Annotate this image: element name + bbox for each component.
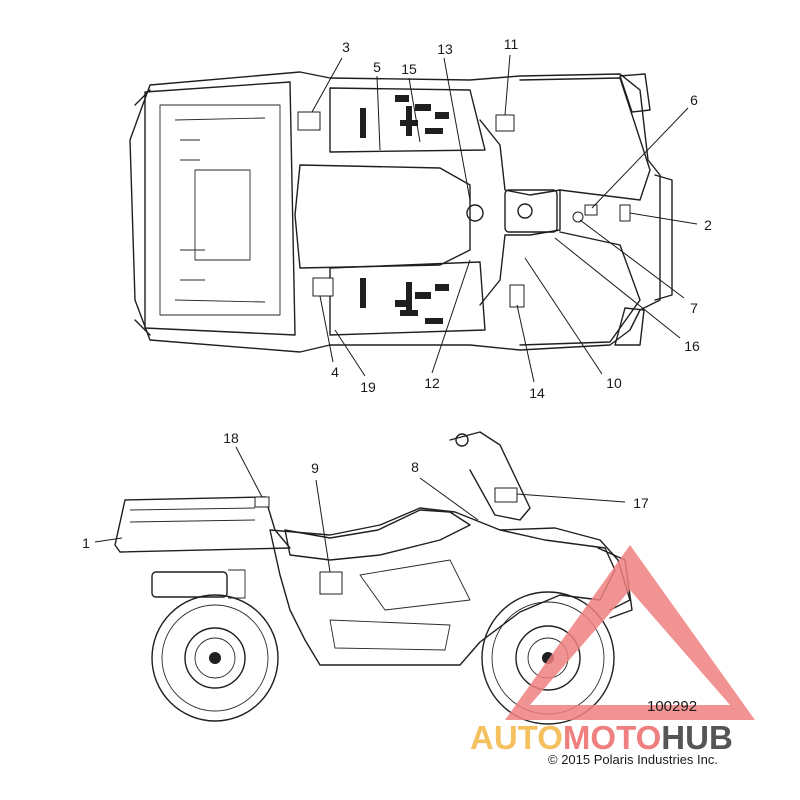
watermark-triangle-icon [505,545,755,720]
decal-14 [509,284,525,308]
decal-7 [572,211,584,223]
callout-17: 17 [633,495,649,511]
callout-11: 11 [504,36,519,52]
callout-14: 14 [529,385,545,401]
callout-labels: 3 5 15 13 11 6 2 7 16 10 14 12 19 4 18 9… [82,36,712,551]
callout-10: 10 [606,375,622,391]
decal-2 [619,204,631,222]
callout-1: 1 [82,535,90,551]
callout-9: 9 [311,460,319,476]
diagram-number: 100292 [647,698,697,715]
callout-7: 7 [690,300,698,316]
atv-top-view [129,71,673,353]
decal-17 [494,487,518,503]
callout-13: 13 [437,41,453,57]
logo-wordmark: AUTOMOTOHUB [470,719,733,756]
callout-6: 6 [690,92,698,108]
footpeg-pattern-top [360,95,449,138]
callout-8: 8 [411,459,419,475]
decal-3 [297,111,321,131]
callout-12: 12 [424,375,440,391]
callout-5: 5 [373,59,381,75]
footpeg-pattern-bottom [360,278,449,324]
callout-18: 18 [223,430,239,446]
leader-lines [94,54,698,573]
copyright: © 2015 Polaris Industries Inc. [548,752,718,767]
callout-16: 16 [684,338,700,354]
decal-9 [319,571,343,595]
callout-2: 2 [704,217,712,233]
decal-18 [254,496,270,508]
decal-6 [584,204,598,216]
callout-3: 3 [342,39,350,55]
callout-19: 19 [360,379,376,395]
decal-11 [495,114,515,132]
decal-4 [312,277,334,297]
callout-4: 4 [331,364,339,380]
callout-15: 15 [401,61,417,77]
atv-side-view [114,431,633,725]
watermark-logo: 100292 AUTOMOTOHUB [470,545,755,756]
